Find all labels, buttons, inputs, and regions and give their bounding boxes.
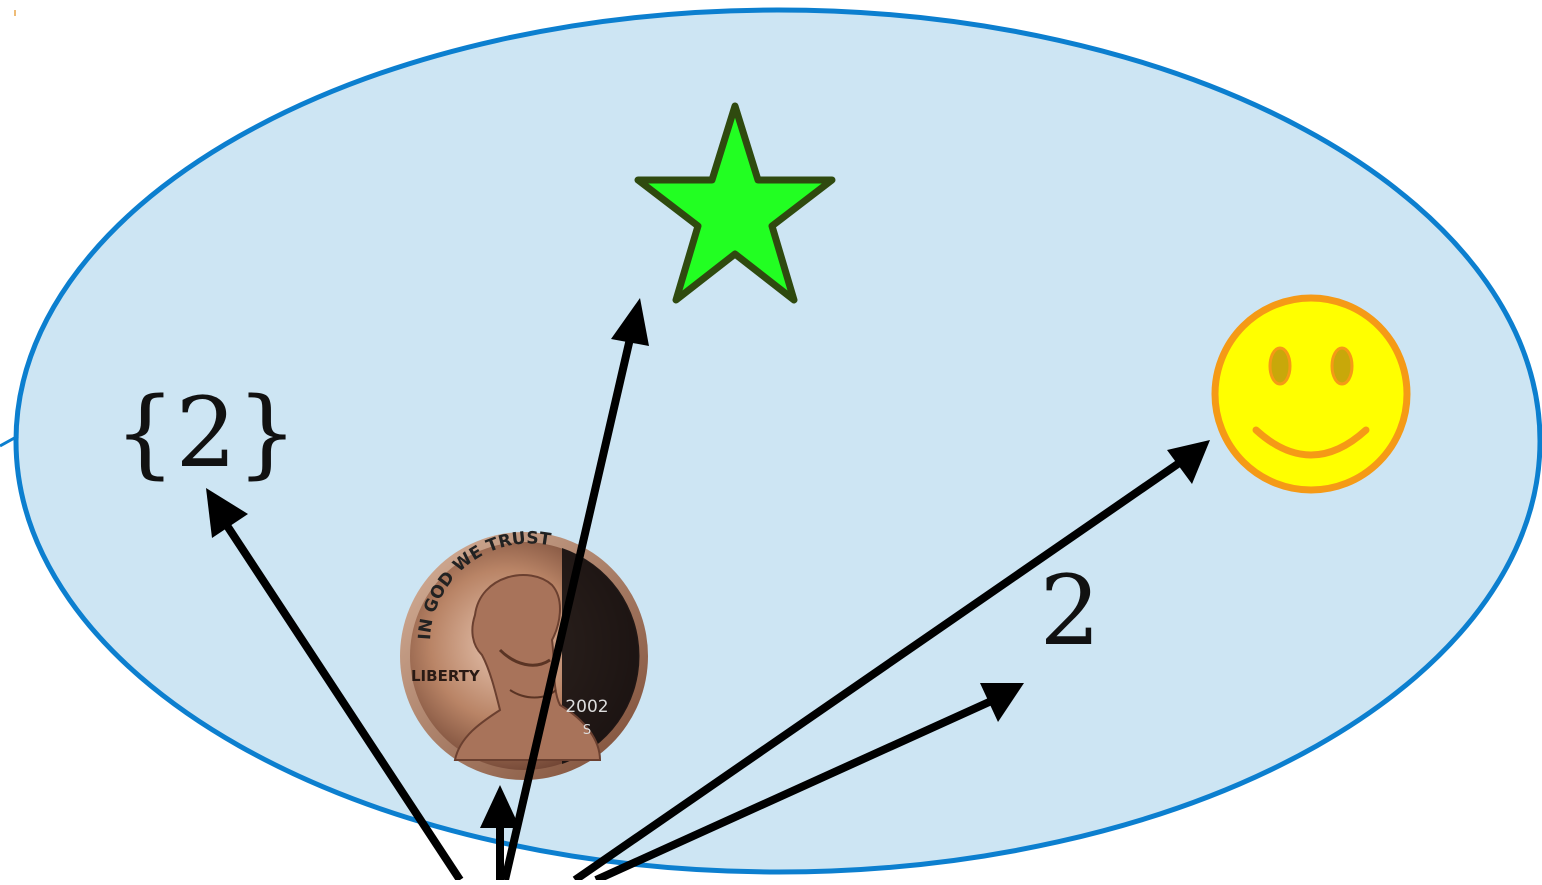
arrows [206,298,1210,884]
arrow-head-number [980,683,1024,722]
set-ellipse [13,7,1542,875]
arrow-head-coin [480,785,520,828]
arrow-to-number [594,694,1000,884]
coin-mint-mark: S [583,723,591,738]
arrow-head-star [611,298,649,346]
set-label: {2} [114,377,297,489]
smiley-icon [1211,294,1411,494]
coin-liberty: LIBERTY [411,667,481,685]
arrow-head-set-label [206,488,248,538]
ellipse-left-tail [0,434,19,448]
number-label: 2 [1039,555,1100,667]
arrow-head-smiley [1167,440,1210,484]
penny-coin-image: IN GOD WE TRUST LIBERTY 2002 S [400,528,648,780]
arrow-to-smiley [572,455,1188,884]
arrow-to-set-label [218,515,464,883]
coin-year: 2002 [565,697,608,717]
star-icon [634,102,836,304]
arrow-to-star [501,329,636,881]
